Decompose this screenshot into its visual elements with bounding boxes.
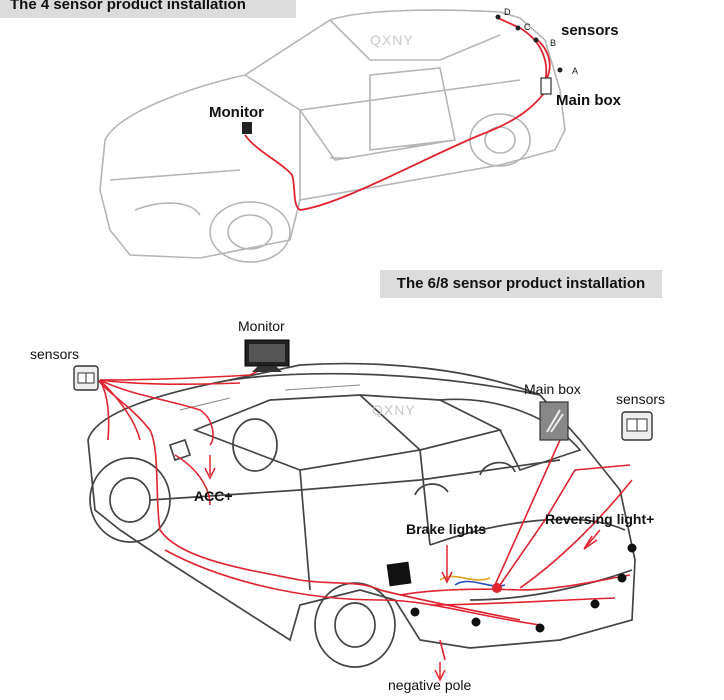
reversing-light-label: Reversing light+ [545,511,655,527]
left-sensors-label: sensors [30,346,80,362]
top-monitor-icon [242,122,252,134]
top-main-box-icon [540,77,552,95]
top-main-box-label: Main box [556,92,622,109]
brake-lights-label: Brake lights [406,521,487,537]
top-section-title: The 4 sensor product installation [0,0,296,18]
sensor-letter-c: C [524,22,531,32]
bottom-section-title: The 6/8 sensor product installation [380,270,662,298]
top-sensor-dots [495,14,563,73]
brake-light-connection [492,583,502,593]
top-sensors-label: sensors [561,22,619,39]
bottom-monitor-label: Monitor [238,318,285,334]
bottom-watermark: QXNY [372,402,416,418]
top-watermark: QXNY [370,32,414,48]
right-sensors-label: sensors [616,391,666,407]
main-box-label: Main box [524,381,581,397]
bottom-wiring [97,367,633,661]
negative-pole-label: negative pole [388,677,472,693]
top-car-illustration [99,9,566,263]
right-sensors-box-icon [621,411,653,441]
sensor-letter-a: A [572,66,579,76]
top-monitor-label: Monitor [209,104,264,121]
acc-label: ACC+ [194,488,233,504]
bottom-monitor-icon [244,339,290,372]
sensor-letter-b: B [550,38,557,48]
bottom-car-illustration [87,362,636,668]
sensor-letter-d: D [504,7,511,17]
bottom-sensor-dots [410,543,637,633]
left-sensors-box-icon [73,365,99,391]
bottom-main-box-icon [539,401,569,441]
